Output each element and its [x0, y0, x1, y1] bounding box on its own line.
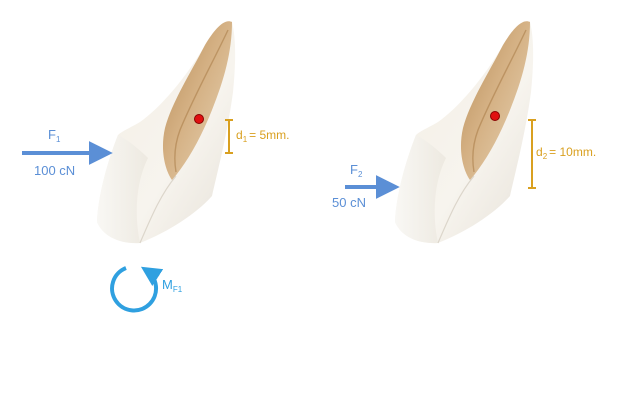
left-tooth-illustration — [96, 20, 236, 244]
moment-label: MF1 — [162, 277, 183, 294]
moment-rotation-arrow — [110, 266, 164, 313]
left-resistance-center-dot — [194, 114, 204, 124]
right-distance-label: d2= 10mm. — [536, 145, 596, 161]
right-tooth-illustration — [394, 20, 534, 244]
left-distance-label: d1= 5mm. — [236, 128, 289, 144]
left-distance-marker — [225, 119, 233, 154]
left-force-label: F1 — [48, 127, 61, 144]
right-force-label: F2 — [350, 162, 363, 179]
right-force-magnitude: 50 cN — [332, 195, 366, 210]
right-resistance-center-dot — [490, 111, 500, 121]
left-force-magnitude: 100 cN — [34, 163, 75, 178]
right-distance-marker — [528, 119, 536, 189]
